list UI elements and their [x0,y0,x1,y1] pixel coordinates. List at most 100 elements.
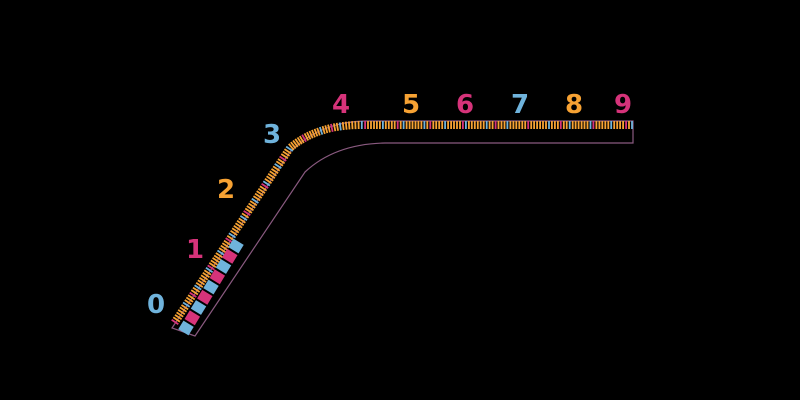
segment-tick [205,267,214,273]
segment-block [222,248,238,264]
segment-ticks [171,120,633,325]
segment-tick [565,121,568,129]
segment-tick [479,121,482,129]
segment-tick [370,121,372,129]
segment-tick [198,276,207,283]
segment-tick [275,160,284,167]
segment-tick [482,121,485,129]
segment-tick [577,121,580,129]
segment-tick [429,121,432,129]
segment-tick [545,121,547,129]
segment-tick [367,121,369,129]
segment-tick [509,121,512,129]
segment-tick [249,200,258,207]
segment-tick [497,121,500,129]
segment-tick [306,131,312,140]
segment-tick [408,121,411,129]
segment-tick [341,121,345,131]
segment-tick [420,121,423,129]
segment-tick [379,121,381,129]
segment-tick [272,165,281,172]
segment-tick [426,121,429,129]
segment-tick [444,121,446,129]
segment-tick [207,264,215,271]
segment-tick [530,121,533,129]
segment-tick [462,121,464,129]
segment-tick [264,178,273,184]
segment-tick [223,239,232,246]
segment-tick [459,121,461,129]
digit-6: 6 [456,90,474,120]
segment-tick [610,121,613,129]
segment-tick [215,252,224,259]
segment-tick [321,125,326,135]
segment-tick [311,129,316,138]
segment-tick [382,121,384,129]
segment-tick [628,121,630,129]
segment-tick [290,141,297,150]
segment-tick [417,121,420,129]
segment-tick [601,121,604,129]
segment-tick [327,124,331,133]
digit-8: 8 [565,90,583,120]
segment-tick [230,229,238,236]
segment-tick [218,247,227,254]
segment-tick [259,185,268,192]
segment-tick [195,281,204,288]
segment-tick [234,222,243,229]
segment-tick [347,121,351,130]
segment-tick [213,254,222,261]
segment-tick [473,121,476,129]
segment-tick [533,121,535,129]
segment-tick [521,121,524,129]
segment-tick [210,259,219,266]
segment-tick [228,232,237,239]
segment-tick [244,207,253,214]
segment-tick [190,289,199,296]
digit-0: 0 [147,290,165,320]
segment-tick [225,237,233,244]
segment-tick [447,121,449,129]
segment-tick [187,294,196,301]
segment-block [190,300,207,315]
segment-tick [488,121,491,129]
segment-tick [390,121,393,129]
segment-tick [192,286,201,293]
segment-tick [203,269,212,276]
segment-blocks [178,238,244,336]
segment-tick [270,168,279,175]
segment-tick [233,225,241,231]
segment-tick [616,121,619,129]
segment-tick [282,150,291,157]
segment-tick [557,121,559,129]
segment-tick [456,121,458,129]
segment-tick [411,121,414,129]
segment-tick [405,121,408,129]
segment-tick [568,121,571,129]
segment-tick [574,121,577,129]
segment-block [178,320,194,336]
segment-tick [303,132,310,141]
segment-tick [171,319,179,325]
digit-9: 9 [614,90,632,120]
segment-tick [399,121,402,129]
segment-tick [288,143,295,151]
segment-tick [202,272,210,278]
segment-tick [184,299,192,306]
segment-tick [548,121,550,129]
segment-tick [172,316,181,323]
segment-tick [402,121,405,129]
segment-tick [515,121,518,129]
segment-tick [435,121,438,129]
segment-tick [283,148,292,155]
segment-block [209,269,226,285]
digit-3: 3 [263,120,281,150]
segment-tick [262,180,271,187]
segment-tick [324,125,329,134]
segment-tick [536,121,538,129]
segment-tick [562,121,565,129]
digit-5: 5 [402,90,420,120]
segment-tick [238,217,246,224]
